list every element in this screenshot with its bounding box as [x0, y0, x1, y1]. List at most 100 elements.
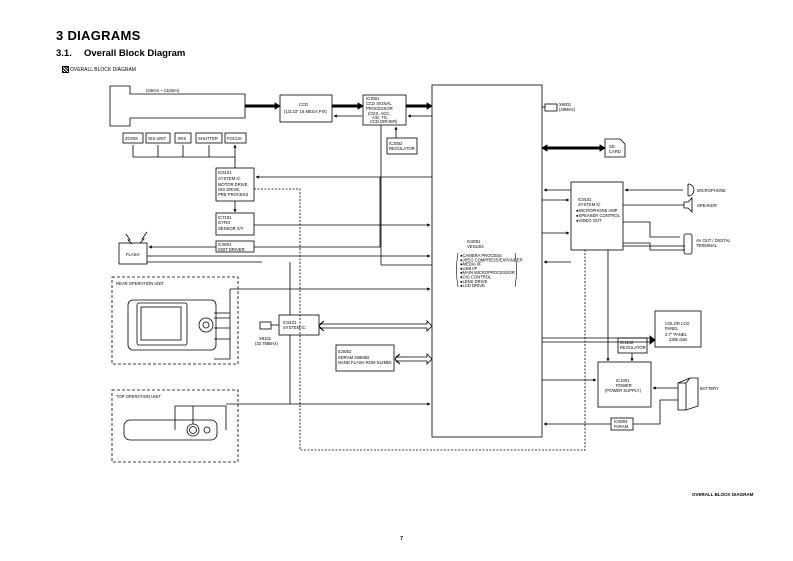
ccd-line1: CCD — [299, 102, 308, 107]
microphone-label: MICROPHONE — [697, 188, 726, 193]
ic1001-line2: POWER — [616, 383, 632, 388]
ic7101-line3: SENSOR X/Y — [218, 226, 244, 231]
flash-box — [118, 242, 148, 265]
actuator-zoom — [122, 132, 144, 144]
x6001-line1: X6001 — [559, 102, 572, 107]
ic7101-line1: IC7101 — [218, 215, 232, 220]
actuator-shutter — [195, 132, 223, 144]
sd-card-line1: SD — [609, 144, 615, 149]
ic3002-line2: REGULATOR — [389, 146, 415, 151]
actuator-iris — [174, 132, 192, 144]
ccd-line2: (1/2.33" 16 MEGA PIX) — [284, 109, 328, 114]
ic6002-line3: NAND FLASH ROM 512Mbit — [338, 360, 392, 365]
ic6001-feature-item: ●USB I/F — [460, 266, 478, 271]
ic9101-line2: SYSTEM IC — [578, 202, 601, 207]
ic8001-line1: IC8001 — [218, 242, 232, 247]
ic6101-line3: MOTOR DRIVE, — [218, 182, 249, 187]
ic6101-line5: PRE PROCESS — [218, 192, 248, 197]
ic6004-line2: FeRAM — [614, 424, 629, 429]
ic6001-feature-item: ●LENS DRIVE — [460, 279, 488, 284]
top-unit-box — [111, 389, 239, 463]
x9101-line2: (32.768kHz) — [255, 341, 278, 346]
ic6001-feature-item: ●MEDIA I/F — [460, 262, 482, 267]
ic6101-line2: SYSTEM IC — [218, 176, 241, 181]
ic8001-box — [215, 240, 255, 253]
ic1001-line3: (POWER SUPPLY) — [605, 388, 642, 393]
ic3001-line3: PROCESSOR — [366, 106, 393, 111]
ic3001-line1: IC3001 — [366, 96, 380, 101]
ic6001-feature-item: ●CAMERA PROCESS — [460, 253, 502, 258]
lcd-line1: COLOR LCD — [665, 321, 689, 326]
ic9101-line1: IC9101 — [578, 197, 592, 202]
ic6001-line2: VENUS4 — [467, 244, 484, 249]
ccd-box — [279, 94, 333, 123]
speaker-icon — [683, 197, 693, 213]
ic1210-line1: IC1210 — [620, 340, 634, 345]
ic6002-line1: IC6002 — [338, 349, 352, 354]
footer-diagram-name: OVERALL BLOCK DIAGRAM — [692, 492, 754, 497]
ic9101b-line2: SYSTEM IC — [283, 325, 306, 330]
ic6004-line1: IC6004 — [614, 419, 628, 424]
ic6001-feature-item: ●MAIN MICROPROCESSOR — [460, 270, 515, 275]
ic1210-line2: REGULATOR — [620, 345, 646, 350]
x6001-line2: (28MHz) — [559, 107, 576, 112]
ic6001-box — [431, 84, 543, 438]
av-terminal-icon — [683, 233, 693, 255]
lens-barrel — [109, 85, 246, 127]
ic3002-line1: IC3002 — [389, 141, 403, 146]
actuator-ois-label: OIS UNIT — [148, 136, 167, 141]
ic6002-line2: SDRAM 256Mbit — [338, 355, 370, 360]
speaker-label: SPEAKER — [697, 203, 717, 208]
ic3001-line4: (CDS, AGC, — [368, 111, 391, 116]
section-title: 3.1. Overall Block Diagram — [56, 48, 185, 59]
lcd-line2: PANEL — [665, 326, 679, 331]
actuator-zoom-label: ZOOM — [125, 136, 138, 141]
ic6001-feature-item: ●LCD DRIVE — [460, 283, 485, 288]
actuator-focus-label: FOCUS — [227, 136, 242, 141]
ic6001-line1: IC6001 — [467, 239, 481, 244]
ic9101-feature-item: ●SPEAKER CONTROL — [576, 213, 621, 218]
ic1210-box — [617, 337, 648, 354]
ic9101-feature-item: ●VIDEO OUT — [576, 218, 602, 223]
ic9101-feature-list: ●MICROPHONE AMP●SPEAKER CONTROL●VIDEO OU… — [576, 208, 621, 223]
top-camera-body — [123, 419, 218, 441]
rear-camera-body — [127, 299, 217, 351]
ic3001-box — [362, 94, 407, 126]
flash-label: FLASH — [126, 252, 140, 257]
ic1001-line1: IC1001 — [616, 378, 630, 383]
section-number: 3.1. — [56, 48, 72, 59]
microphone-icon — [687, 183, 695, 197]
ic7101-box — [215, 212, 255, 236]
battery-label: BATTERY — [700, 386, 719, 391]
ic3001-line2: CCD SIGNAL — [366, 101, 392, 106]
chapter-title: 3 DIAGRAMS — [56, 28, 141, 43]
ic3002-box — [386, 137, 418, 155]
ic3001-line5: A/D, TG, — [372, 115, 388, 120]
ic6001-feature-item: ●JPEG COMPRESS/EXPANDER — [460, 257, 523, 262]
lcd-panel-box — [654, 310, 702, 348]
diagram-label-text: OVERALL BLOCK DIAGRAM — [70, 66, 136, 73]
av-terminal-line1: AV OUT / DIGITAL — [696, 238, 731, 243]
ic1001-box — [597, 361, 652, 408]
page-number: 7 — [400, 536, 404, 542]
actuator-ois — [145, 132, 171, 144]
diagram-marker-icon — [62, 66, 69, 73]
ic6002-box — [335, 344, 395, 372]
lcd-line3: 2.7" PANEL — [665, 332, 688, 337]
ic9101-box — [570, 181, 624, 251]
rear-unit-box — [111, 276, 239, 365]
sd-card-icon — [604, 138, 626, 158]
ic9101-feature-item: ●MICROPHONE AMP — [576, 208, 618, 213]
ic6101-line4: OIS DRIVE, — [218, 187, 240, 192]
ic6001-feature-item: ●OIS CONTROL — [460, 275, 492, 280]
av-terminal-line2: TERMINAL — [696, 243, 718, 248]
x9101-line1: X9101 — [259, 336, 272, 341]
ic3001-line6: CCD DRIVER) — [370, 119, 398, 124]
actuator-shutter-label: SHUTTER — [198, 136, 218, 141]
ic6001-feature-list: ●CAMERA PROCESS●JPEG COMPRESS/EXPANDER●M… — [460, 253, 523, 288]
ic7101-line2: GYRO — [218, 220, 231, 225]
ic9101b-line1: IC9101 — [283, 320, 297, 325]
sd-card-line2: CARD — [609, 149, 621, 154]
section-title-text: Overall Block Diagram — [84, 48, 186, 59]
